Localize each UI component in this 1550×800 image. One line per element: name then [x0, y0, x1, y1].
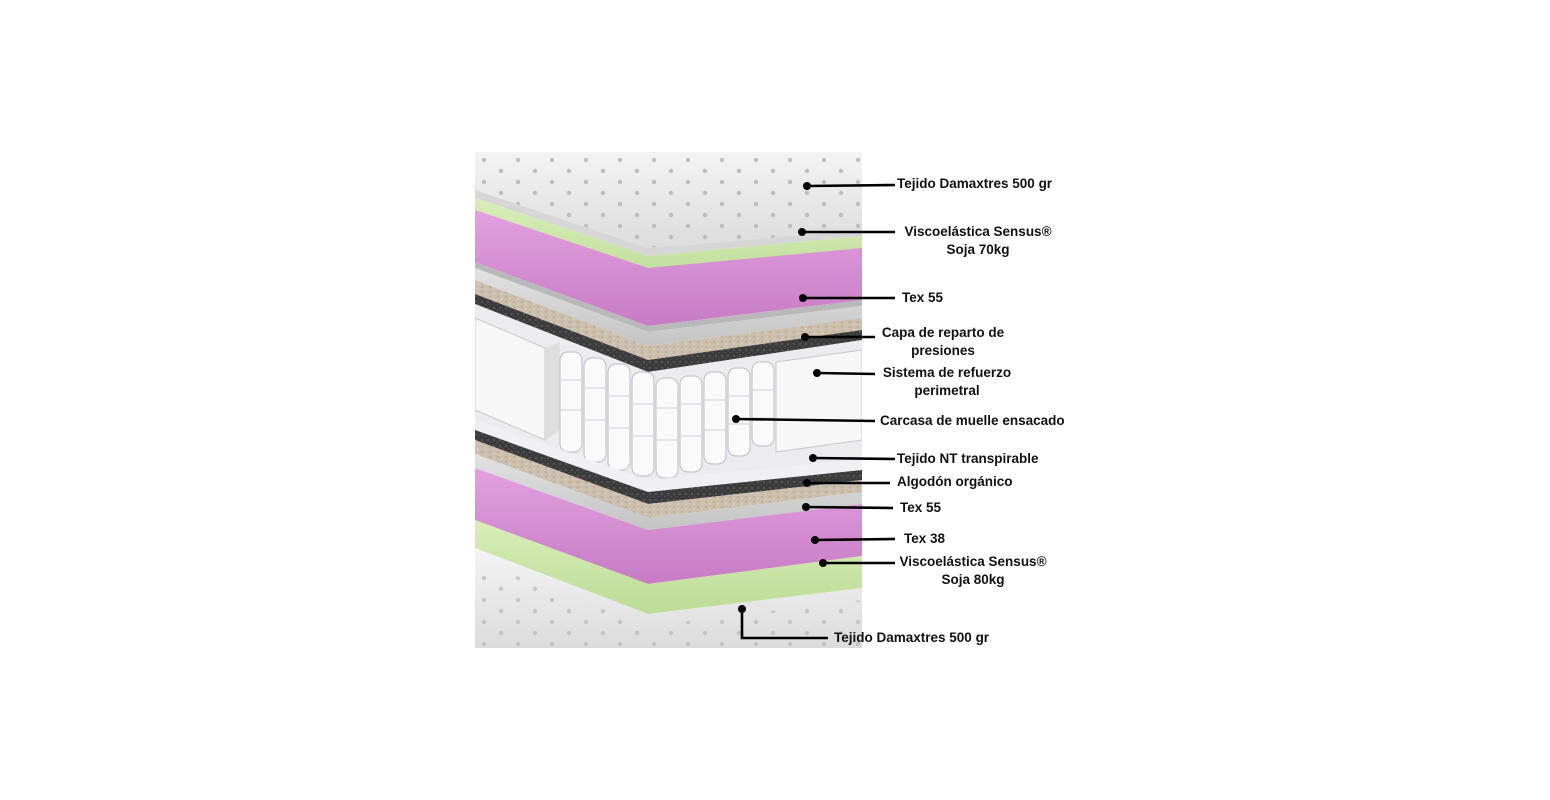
- label-pressure-line2: presiones: [911, 343, 975, 358]
- label-top-fabric: Tejido Damaxtres 500 gr: [897, 175, 1052, 193]
- leader-top-fabric: [806, 183, 896, 188]
- pink-bottom-layer: [475, 468, 862, 584]
- label-visco-bottom-line2: Soja 80kg: [941, 572, 1005, 587]
- label-visco-top: Viscoelástica Sensus® Soja 70kg: [900, 223, 1056, 259]
- cotton-layer: [475, 440, 862, 518]
- leader-nt-fabric: [812, 456, 896, 461]
- felt-layer-top: [475, 294, 862, 372]
- leader-springs: [735, 417, 876, 423]
- label-tex55-bottom: Tex 55: [900, 499, 941, 517]
- label-springs: Carcasa de muelle ensacado: [880, 412, 1065, 430]
- label-tex55-top-text: Tex 55: [902, 290, 944, 305]
- label-visco-top-line2: Soja 70kg: [946, 242, 1010, 257]
- label-tex38: Tex 38: [904, 530, 945, 548]
- leader-tex55-bottom: [805, 505, 894, 510]
- tex55-top-layer: [475, 268, 862, 346]
- label-perimeter-line1: Sistema de refuerzo: [882, 365, 1012, 380]
- label-nt-fabric-text: Tejido NT transpirable: [897, 451, 1039, 466]
- pressure-layer-top: [475, 280, 862, 360]
- label-bottom-fabric: Tejido Damaxtres 500 gr: [834, 629, 989, 647]
- label-springs-text: Carcasa de muelle ensacado: [880, 413, 1065, 428]
- mattress-cross-section: [475, 152, 862, 648]
- label-tex55-bottom-text: Tex 55: [900, 500, 942, 515]
- visco-bottom-layer: [475, 520, 862, 614]
- label-visco-top-line1: Viscoelástica Sensus®: [904, 224, 1052, 239]
- label-top-fabric-text: Tejido Damaxtres 500 gr: [897, 176, 1053, 191]
- leader-perimeter: [816, 371, 876, 376]
- pink-top-layer: [475, 210, 862, 326]
- label-tex38-text: Tex 38: [904, 531, 946, 546]
- label-pressure-layer: Capa de reparto de presiones: [876, 324, 1010, 360]
- label-organic-cotton: Algodón orgánico: [897, 473, 1013, 491]
- label-visco-bottom: Viscoelástica Sensus® Soja 80kg: [895, 553, 1051, 589]
- nt-fabric-layer: [475, 420, 862, 492]
- label-visco-bottom-line1: Viscoelástica Sensus®: [899, 554, 1047, 569]
- leader-dots: [732, 182, 827, 613]
- leader-bottom-fabric: [740, 609, 828, 640]
- label-tex55-top: Tex 55: [902, 289, 943, 307]
- label-nt-fabric: Tejido NT transpirable: [897, 450, 1039, 468]
- perimeter-right: [775, 349, 862, 453]
- leader-tex38: [814, 537, 896, 542]
- tex55-bottom-layer: [475, 454, 862, 530]
- leader-lines: [735, 183, 896, 640]
- label-cotton-text: Algodón orgánico: [897, 474, 1013, 489]
- label-bottom-fabric-text: Tejido Damaxtres 500 gr: [834, 630, 990, 645]
- pocket-springs: [559, 351, 775, 479]
- label-perimeter: Sistema de refuerzo perimetral: [878, 364, 1016, 400]
- label-perimeter-line2: perimetral: [914, 383, 980, 398]
- label-pressure-line1: Capa de reparto de: [881, 325, 1005, 340]
- felt-layer-bottom: [475, 430, 862, 504]
